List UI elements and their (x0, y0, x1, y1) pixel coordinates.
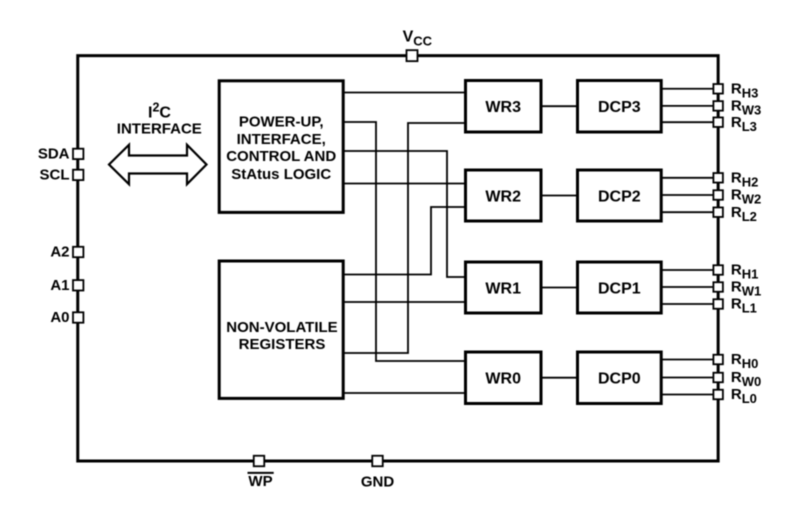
svg-text:VCC: VCC (403, 29, 433, 49)
svg-text:WR2: WR2 (485, 189, 521, 206)
svg-text:RW1: RW1 (731, 279, 761, 299)
svg-text:I2C: I2C (148, 101, 171, 122)
svg-text:WR0: WR0 (485, 371, 521, 388)
svg-text:SCL: SCL (40, 167, 70, 184)
svg-text:RH2: RH2 (731, 169, 758, 189)
svg-text:RL3: RL3 (731, 114, 757, 134)
svg-text:GND: GND (361, 473, 395, 490)
svg-text:DCP3: DCP3 (598, 99, 641, 116)
svg-text:A0: A0 (50, 309, 69, 326)
svg-text:REGISTERS: REGISTERS (239, 336, 326, 353)
svg-text:RL0: RL0 (731, 386, 757, 406)
svg-text:RH1: RH1 (731, 262, 758, 282)
svg-text:RW3: RW3 (731, 98, 761, 118)
svg-text:POWER-UP,: POWER-UP, (239, 114, 324, 131)
svg-text:RH0: RH0 (731, 351, 758, 371)
svg-text:NON-VOLATILE: NON-VOLATILE (226, 319, 337, 336)
svg-text:SDA: SDA (38, 146, 70, 163)
svg-text:A1: A1 (50, 277, 69, 294)
svg-text:RW2: RW2 (731, 187, 761, 207)
svg-text:StAtus LOGIC: StAtus LOGIC (231, 166, 331, 183)
svg-text:DCP2: DCP2 (598, 189, 641, 206)
svg-text:INTERFACE,: INTERFACE, (237, 131, 326, 148)
svg-text:DCP0: DCP0 (598, 371, 641, 388)
svg-text:WR3: WR3 (485, 99, 521, 116)
svg-text:WR1: WR1 (485, 281, 521, 298)
svg-text:A2: A2 (50, 244, 69, 261)
svg-text:CONTROL AND: CONTROL AND (226, 148, 336, 165)
svg-text:RH3: RH3 (731, 80, 758, 100)
svg-text:RL2: RL2 (731, 204, 757, 224)
svg-text:INTERFACE: INTERFACE (117, 121, 202, 138)
svg-text:DCP1: DCP1 (598, 281, 641, 298)
svg-text:WP: WP (248, 473, 272, 490)
svg-text:RW0: RW0 (731, 369, 761, 389)
svg-text:RL1: RL1 (731, 296, 757, 316)
